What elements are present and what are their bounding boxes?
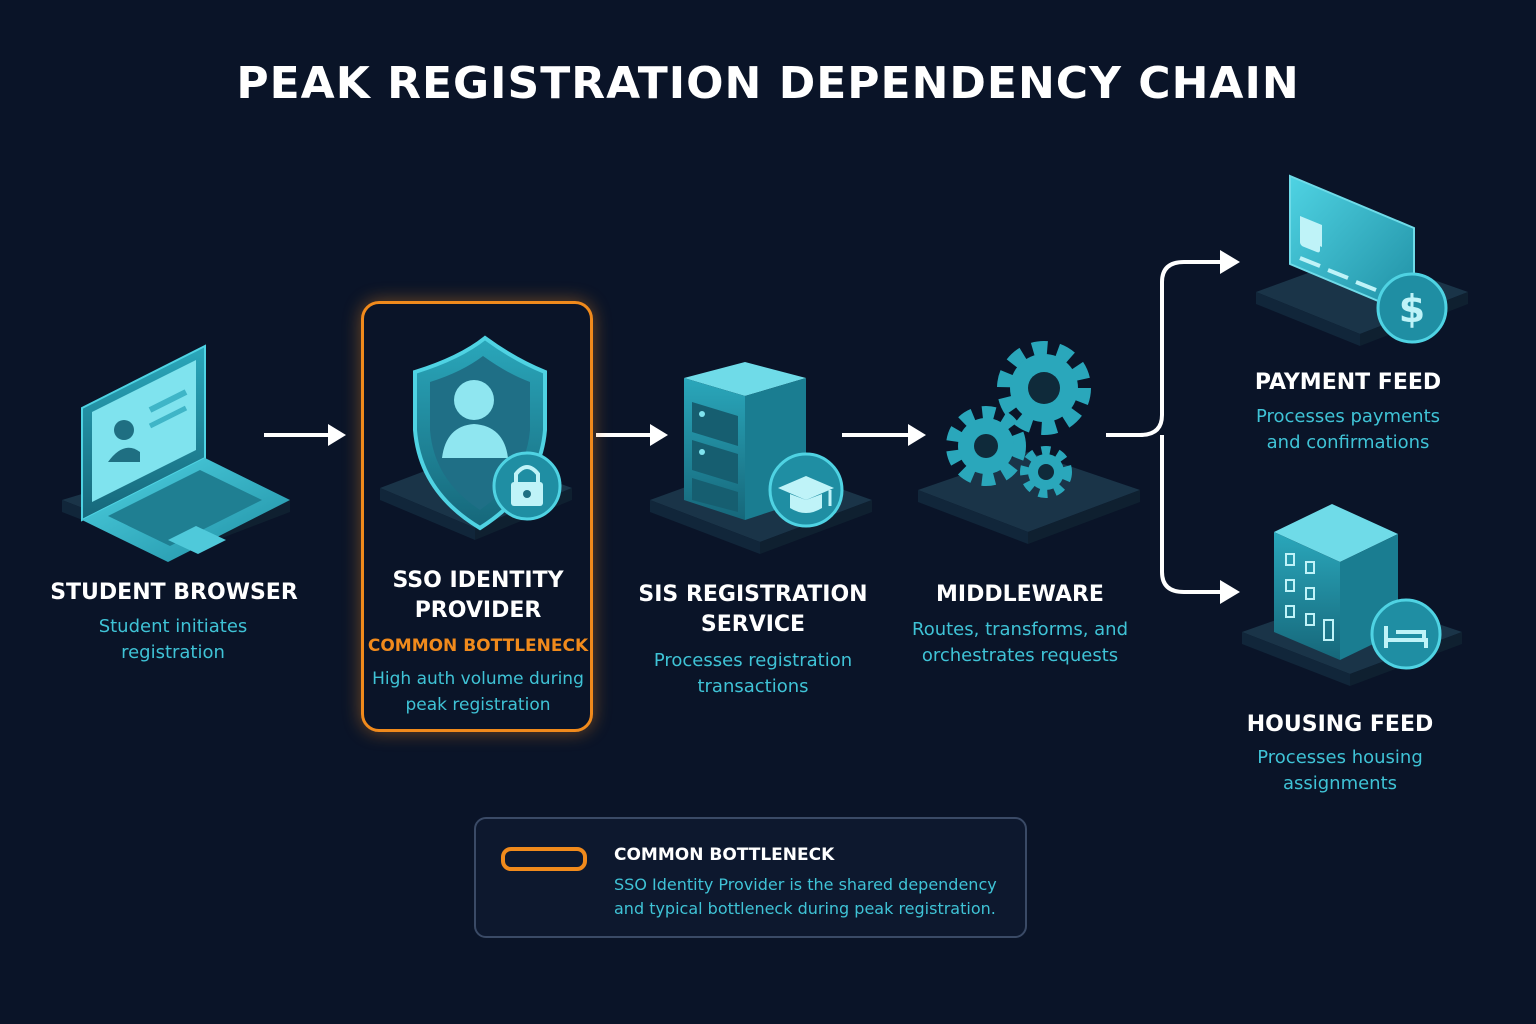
- legend-box: COMMON BOTTLENECK SSO Identity Provider …: [474, 817, 1027, 938]
- sis-desc: Processes registration transactions: [653, 650, 853, 697]
- housing-desc: Processes housing assignments: [1257, 747, 1423, 794]
- svg-text:$: $: [1399, 287, 1425, 331]
- housing-label: HOUSING FEED: [1246, 712, 1434, 737]
- legend-text: SSO Identity Provider is the shared depe…: [614, 875, 997, 918]
- payment-desc: Processes payments and confirmations: [1255, 406, 1441, 453]
- browser-label: STUDENT BROWSER: [50, 580, 298, 605]
- flow-arrows: [264, 260, 1224, 594]
- credit-card-icon: $: [1256, 174, 1468, 346]
- middleware-desc: Routes, transforms, and orchestrates req…: [912, 619, 1128, 666]
- payment-label: PAYMENT FEED: [1254, 370, 1442, 395]
- middleware-label: MIDDLEWARE: [936, 582, 1104, 607]
- page-title: PEAK REGISTRATION DEPENDENCY CHAIN: [236, 58, 1300, 109]
- sso-bottleneck-tag: COMMON BOTTLENECK: [367, 636, 589, 656]
- laptop-icon: [62, 344, 290, 562]
- arrow-heads: [328, 250, 1240, 604]
- legend-swatch: [501, 847, 587, 871]
- server-graduation-icon: [650, 362, 872, 554]
- browser-desc: Student initiates registration: [98, 616, 248, 663]
- legend-title: COMMON BOTTLENECK: [614, 845, 835, 865]
- bottleneck-highlight: [361, 301, 593, 732]
- sso-label: SSO IDENTITY PROVIDER: [392, 568, 564, 623]
- shield-lock-icon: [380, 335, 572, 540]
- sis-label: SIS REGISTRATION SERVICE: [638, 582, 868, 637]
- gears-icon: [918, 341, 1140, 544]
- arrow-middleware-to-feeds: [1106, 260, 1224, 594]
- sso-desc: High auth volume during peak registratio…: [372, 669, 584, 715]
- building-bed-icon: [1242, 504, 1462, 686]
